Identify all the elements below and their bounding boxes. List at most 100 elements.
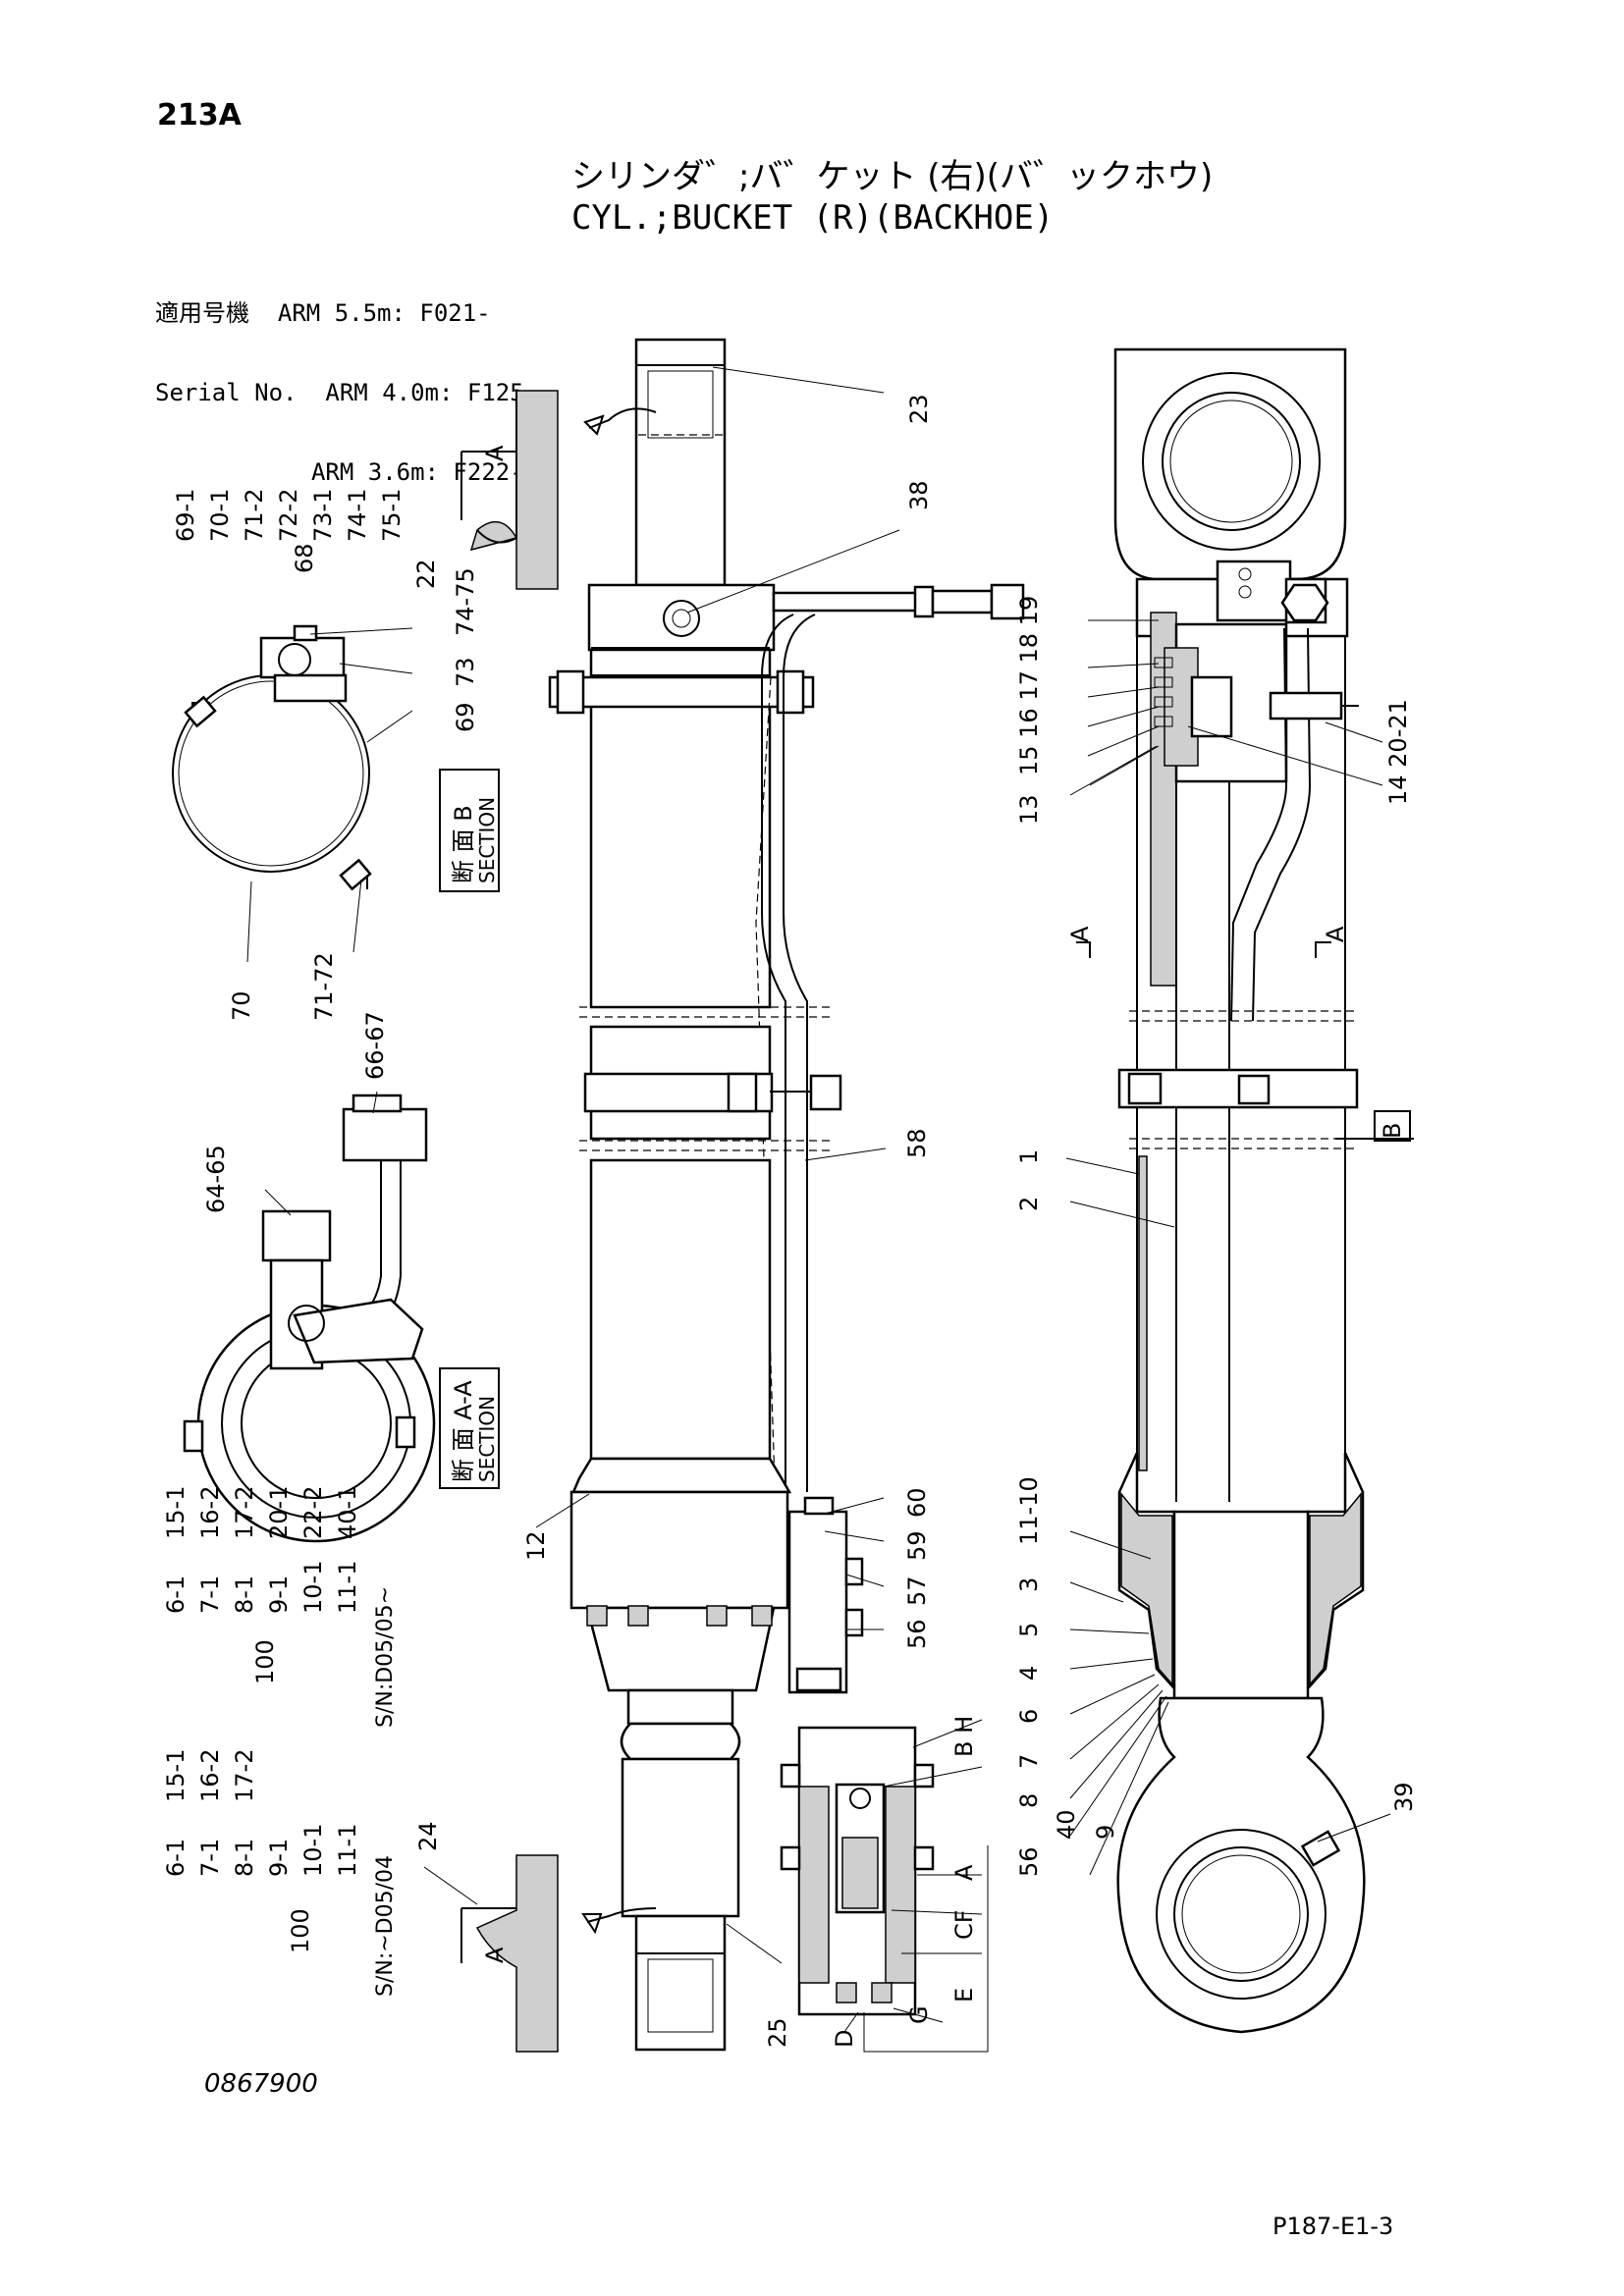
kit100-old-col1-1: 6-1	[162, 1838, 189, 1877]
title-english: CYL.;BUCKET (R)(BACKHOE)	[571, 198, 1055, 238]
kit100-old-col2-2: 16-2	[196, 1748, 224, 1802]
callout-22: 22	[412, 559, 440, 589]
kit100-new-col2-3: 17-2	[231, 1485, 258, 1539]
callout-5: 5	[1015, 1622, 1043, 1637]
section-aa-title-jp: 断 面 A-A	[450, 1380, 477, 1482]
kit100-new-col1-6: 11-1	[334, 1560, 361, 1614]
kit100-new-serial: S/N:D05/05~	[373, 1585, 398, 1728]
callout-58: 58	[903, 1128, 931, 1158]
kit100-old-col1-6: 11-1	[334, 1823, 361, 1877]
callout-cf: CF	[950, 1909, 978, 1940]
callout-74-75: 74-75	[452, 567, 479, 636]
callout-56-top: 56	[903, 1619, 931, 1649]
cylinder-section-view	[1076, 347, 1414, 2034]
callout-e: E	[950, 1987, 978, 2002]
callout-7: 7	[1015, 1753, 1043, 1769]
kit100-old-serial: S/N:~D05/04	[373, 1854, 398, 1997]
callout-40: 40	[1053, 1809, 1080, 1840]
callout-38: 38	[905, 480, 933, 510]
kit100-old-col2-1: 15-1	[162, 1748, 189, 1802]
view-a-label-bottom: A	[481, 1947, 509, 1963]
leader-lines	[246, 366, 1391, 2033]
cut-b-label: B	[1379, 1122, 1406, 1139]
callout-b-h: B H	[950, 1715, 978, 1757]
callout-13: 13	[1015, 794, 1043, 825]
callout-66-67: 66-67	[361, 1011, 389, 1080]
callout-3: 3	[1015, 1576, 1043, 1592]
callout-9: 9	[1092, 1824, 1119, 1840]
callout-73: 73	[452, 657, 479, 687]
callout-39: 39	[1390, 1782, 1418, 1812]
kit68-item-6: 74-1	[344, 488, 371, 542]
kit100-old-col2-3: 17-2	[231, 1748, 258, 1802]
section-aa-title-en: SECTION	[475, 1395, 499, 1482]
kit100-new-col2-4: 20-1	[265, 1485, 293, 1539]
cylinder-exterior-view	[548, 338, 1025, 2052]
callout-14-20-21: 14 20-21	[1384, 699, 1412, 805]
drawing-number: 0867900	[204, 2069, 318, 2099]
callout-8: 8	[1015, 1792, 1043, 1808]
callout-1: 1	[1015, 1148, 1043, 1164]
kit100-new-col2-5: 22-2	[299, 1485, 327, 1539]
callout-g: G	[905, 2005, 933, 2024]
callout-11-10: 11-10	[1015, 1476, 1043, 1545]
kit68-item-2: 70-1	[206, 488, 234, 542]
cut-a-left: A	[1066, 926, 1094, 942]
kit100-old-number: 100	[287, 1908, 314, 1953]
section-aa	[183, 1094, 500, 1543]
serial-line-3: ARM 3.6m: F222-	[155, 458, 524, 486]
valve-section-56	[780, 1726, 989, 2053]
kit68-item-5: 73-1	[309, 488, 337, 542]
callout-69: 69	[452, 702, 479, 732]
section-b-title-jp: 断 面 B	[450, 805, 477, 883]
callout-59: 59	[903, 1530, 931, 1561]
callout-12: 12	[522, 1530, 550, 1561]
kit100-new-number: 100	[251, 1639, 279, 1684]
kit68-item-4: 72-2	[275, 488, 302, 542]
callout-56-bottom: 56	[1015, 1846, 1043, 1877]
detail-a-top	[460, 390, 657, 590]
kit100-new-col2-6: 40-1	[334, 1485, 361, 1539]
callout-60: 60	[903, 1487, 931, 1518]
callout-6: 6	[1015, 1708, 1043, 1724]
callout-71-72: 71-72	[310, 952, 338, 1021]
callout-2: 2	[1015, 1196, 1043, 1211]
callout-70: 70	[228, 990, 255, 1021]
kit100-new-col2-1: 15-1	[162, 1485, 189, 1539]
kit100-old-col1-5: 10-1	[299, 1823, 327, 1877]
section-b-title-en: SECTION	[475, 796, 499, 883]
callout-4: 4	[1015, 1665, 1043, 1681]
callout-64-65: 64-65	[202, 1145, 230, 1213]
kit100-old-col1-3: 8-1	[231, 1838, 258, 1877]
cut-a-right: A	[1322, 926, 1349, 942]
detail-a-bottom	[460, 1854, 657, 2053]
kit100-new-col1-2: 7-1	[196, 1575, 224, 1614]
page-number: P187-E1-3	[1272, 2213, 1394, 2240]
kit100-new-col1-3: 8-1	[231, 1575, 258, 1614]
kit100-new-col1-1: 6-1	[162, 1575, 189, 1614]
serial-line-1: 適用号機 ARM 5.5m: F021-	[155, 299, 491, 327]
kit100-old-col1-2: 7-1	[196, 1838, 224, 1877]
callout-57: 57	[903, 1575, 931, 1606]
callout-15-19: 15 16 17 18 19	[1015, 595, 1043, 775]
sheet-number: 213A	[157, 98, 242, 133]
kit68-number: 68	[291, 543, 318, 573]
kit68-item-7: 75-1	[378, 488, 406, 542]
kit100-old-col1-4: 9-1	[265, 1838, 293, 1877]
callout-24: 24	[414, 1821, 442, 1851]
callout-23: 23	[905, 394, 933, 424]
kit68-item-1: 69-1	[172, 488, 199, 542]
serial-applicability-block: 適用号機 ARM 5.5m: F021- Serial No. ARM 4.0m…	[155, 247, 538, 512]
callout-d: D	[831, 2029, 858, 2048]
callout-25: 25	[764, 2017, 791, 2048]
callout-a: A	[950, 1864, 978, 1881]
serial-line-2: Serial No. ARM 4.0m: F125-	[155, 379, 539, 406]
kit68-item-3: 71-2	[241, 488, 268, 542]
kit100-new-col1-5: 10-1	[299, 1560, 327, 1614]
kit100-new-col2-2: 16-2	[196, 1485, 224, 1539]
section-b-clamp	[172, 624, 500, 892]
view-a-label-top: A	[481, 445, 509, 461]
title-japanese: シリンダ゛;バ゛ケット (右)(バ゛ックホウ)	[571, 157, 1214, 196]
kit100-new-col1-4: 9-1	[265, 1575, 293, 1614]
